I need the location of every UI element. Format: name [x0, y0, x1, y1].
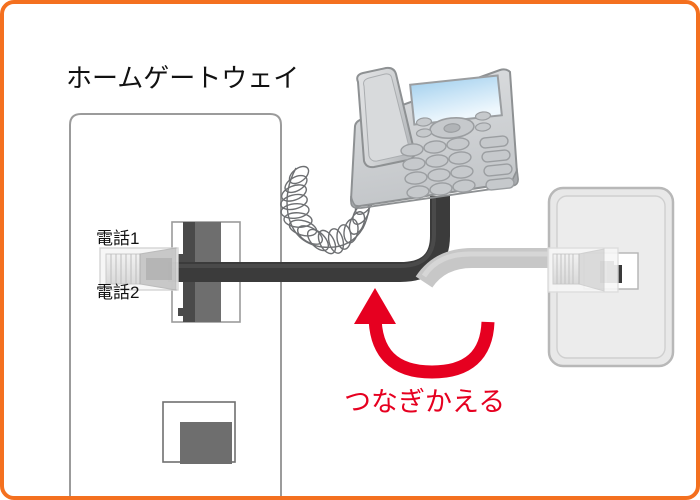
telephone-port-2-block: [178, 276, 221, 322]
page-title: ホームゲートウェイ: [66, 63, 300, 93]
gateway-bottom-port: [162, 401, 236, 464]
reconnect-arrow: [354, 288, 495, 379]
telephone-port-1-label: 電話1: [96, 229, 140, 248]
telephone-navigation-cluster: [415, 111, 492, 140]
telephone-keypad: [400, 137, 476, 199]
reconnect-instruction-label: つなぎかえる: [344, 387, 506, 417]
telephone-port-1-block: [178, 222, 221, 268]
gray-wall-cable: [415, 248, 580, 288]
gateway-port-cluster: [171, 221, 241, 323]
rj11-plug-wall: [547, 247, 619, 293]
corded-telephone: [280, 66, 519, 255]
telephone-function-buttons: [479, 135, 515, 191]
home-gateway-device: [69, 113, 282, 496]
telephone-port-2-label: 電話2: [96, 283, 140, 302]
rj11-plug-gateway: [99, 247, 179, 291]
